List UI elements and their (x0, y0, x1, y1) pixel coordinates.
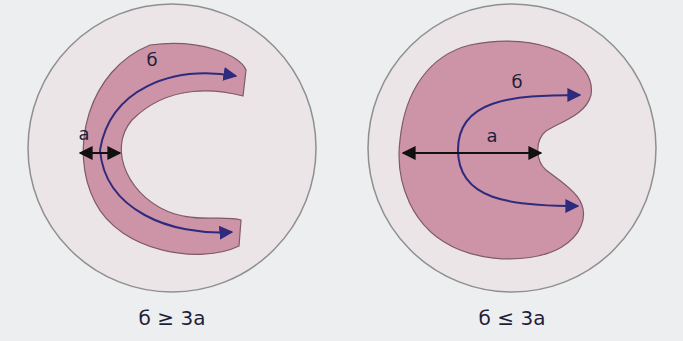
length-arrow (100, 150, 232, 232)
cell-circle (28, 4, 316, 292)
width-arrow (403, 152, 541, 154)
condition-caption: б ≥ 3а (139, 307, 206, 329)
condition-caption: б ≤ 3а (479, 307, 546, 329)
dimension-letter: б (146, 50, 157, 70)
nucleus-shape (399, 41, 591, 259)
dimension-letter: а (78, 124, 89, 144)
cell-circle (368, 4, 656, 292)
dimension-letter: б (511, 72, 522, 92)
length-arrow (458, 150, 578, 206)
length-arrow (100, 73, 236, 150)
dimension-letter: а (486, 126, 497, 146)
nucleus-shape (83, 43, 246, 254)
length-arrow (458, 95, 580, 150)
width-arrow (80, 152, 120, 154)
